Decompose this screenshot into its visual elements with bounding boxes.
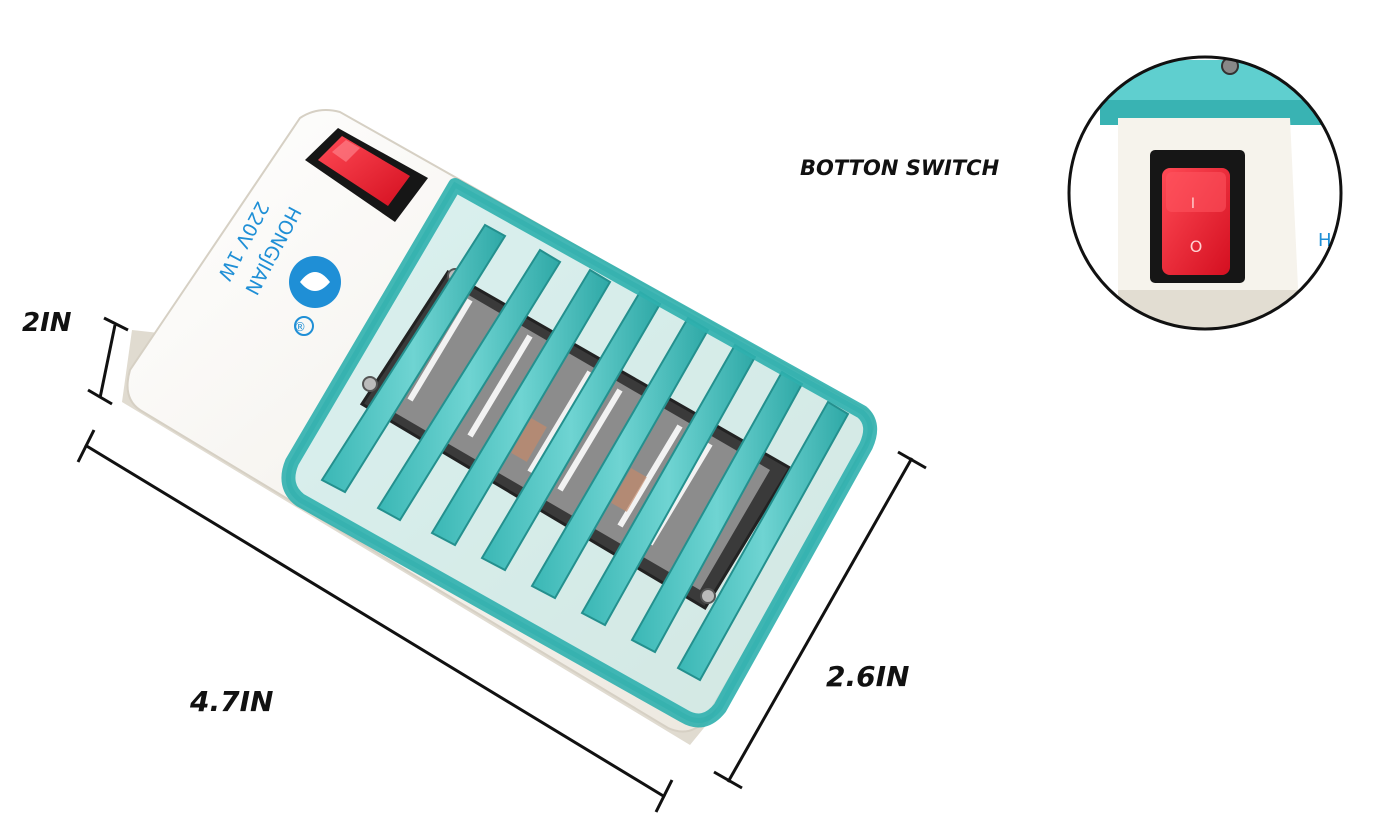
length-label: 4.7IN: [189, 685, 273, 718]
mosquito-killer-device: ® HONGJIAN 220V 1W: [122, 109, 878, 745]
grille-frame: [281, 178, 878, 728]
brand-logo-icon: [289, 256, 341, 336]
height-dimension: [87, 316, 129, 406]
callout-label: BOTTON SWITCH: [800, 156, 1000, 180]
closeup-brand-fragment: H: [1318, 230, 1332, 251]
height-label: 2IN: [22, 308, 72, 338]
width-label: 2.6IN: [826, 660, 909, 693]
switch-closeup: I O H: [1067, 55, 1343, 331]
grille-bars: [320, 223, 850, 682]
registered-mark: ®: [294, 320, 306, 334]
width-dimension: [713, 450, 927, 790]
length-dimension: [76, 429, 674, 813]
switch-mark-on: I: [1191, 196, 1195, 212]
switch-mark-off: O: [1190, 237, 1203, 256]
rocker-switch-icon: [305, 128, 428, 222]
closeup-circle-border: [1067, 55, 1343, 331]
